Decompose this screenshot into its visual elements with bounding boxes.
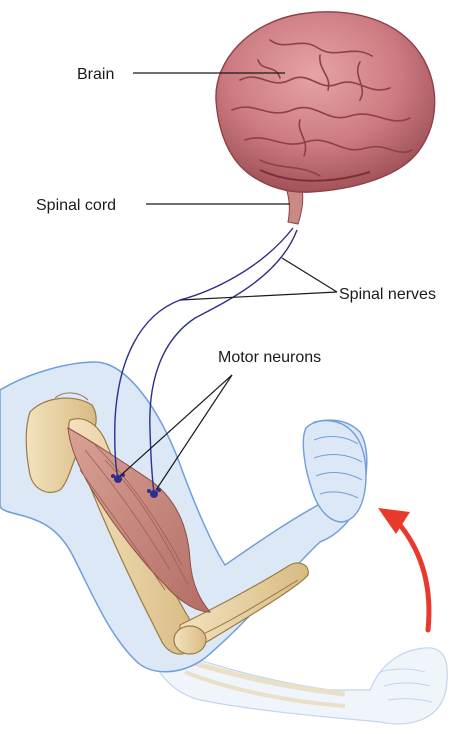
spinal-cord-stem xyxy=(286,188,303,224)
label-spinal-nerves: Spinal nerves xyxy=(339,286,436,303)
label-spinal-cord: Spinal cord xyxy=(36,197,116,214)
label-brain: Brain xyxy=(77,66,114,83)
label-motor-neurons: Motor neurons xyxy=(218,349,321,366)
brain-illustration xyxy=(216,12,435,192)
raised-fist xyxy=(303,421,366,522)
flexion-arrow xyxy=(378,508,429,630)
